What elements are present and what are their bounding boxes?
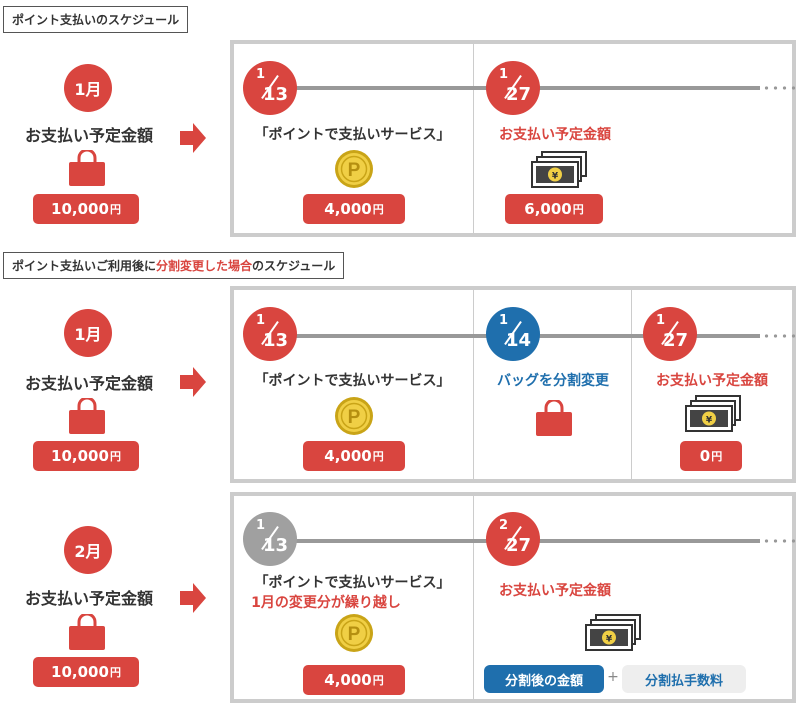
row2-label: お支払い予定金額 bbox=[24, 589, 153, 608]
timeline-continuation-dots bbox=[762, 539, 798, 543]
date-month: 1 bbox=[256, 67, 266, 82]
event-amount: 0 bbox=[699, 447, 711, 465]
event-caption-carryover: 1月の変更分が繰り越し bbox=[251, 595, 401, 611]
banknotes-icon bbox=[582, 613, 642, 653]
date-month: 1 bbox=[499, 67, 509, 82]
row1-label: お支払い予定金額 bbox=[24, 374, 153, 393]
event-caption: 「ポイントで支払いサービス」 bbox=[254, 373, 451, 389]
column-divider bbox=[631, 290, 632, 479]
date-month: 1 bbox=[256, 313, 266, 328]
event-caption: 「ポイントで支払いサービス」 bbox=[254, 127, 451, 143]
plus-sign: + bbox=[607, 669, 619, 685]
bag-icon bbox=[67, 614, 107, 650]
row2-amount: 10,000 bbox=[51, 663, 109, 681]
row2-month-badge: 2月 bbox=[64, 526, 112, 574]
date-month: 1 bbox=[499, 313, 509, 328]
row1-month-badge: 1月 bbox=[64, 309, 112, 357]
row1-amount: 10,000 bbox=[51, 447, 109, 465]
section1-title: ポイント支払いのスケジュール bbox=[3, 6, 189, 33]
gold-point-coin-icon bbox=[334, 396, 374, 436]
bag-icon bbox=[534, 400, 574, 436]
column-divider bbox=[473, 44, 474, 233]
split-fee-button[interactable]: 分割払手数料 bbox=[622, 665, 746, 693]
event-amount: 4,000 bbox=[324, 671, 372, 689]
banknotes-icon bbox=[528, 150, 588, 190]
date-day: 13 bbox=[263, 330, 289, 351]
gold-point-coin-icon bbox=[334, 613, 374, 653]
yen-unit: 円 bbox=[372, 674, 384, 687]
date-day: 13 bbox=[263, 535, 289, 556]
date-month: 1 bbox=[256, 518, 266, 533]
date-day: 13 bbox=[263, 84, 289, 105]
date-day: 27 bbox=[506, 535, 532, 556]
bag-icon bbox=[67, 398, 107, 434]
event-caption: お支払い予定金額 bbox=[499, 583, 611, 599]
date-day: 14 bbox=[506, 330, 532, 351]
split-amount-button[interactable]: 分割後の金額 bbox=[484, 665, 604, 693]
yen-unit: 円 bbox=[109, 203, 121, 216]
section2-title-highlight: 分割変更した場合 bbox=[156, 259, 253, 273]
date-day: 27 bbox=[506, 84, 532, 105]
event-caption: お支払い予定金額 bbox=[499, 127, 611, 143]
yen-unit: 円 bbox=[372, 450, 384, 463]
section1-month-badge: 1月 bbox=[64, 64, 112, 112]
bag-icon bbox=[67, 150, 107, 186]
event-amount: 4,000 bbox=[324, 200, 372, 218]
right-arrow-icon bbox=[180, 583, 206, 613]
event-caption: バッグを分割変更 bbox=[497, 373, 609, 389]
timeline-continuation-dots bbox=[762, 334, 798, 338]
section1-label: お支払い予定金額 bbox=[24, 126, 153, 145]
date-day: 27 bbox=[663, 330, 689, 351]
yen-unit: 円 bbox=[372, 203, 384, 216]
gold-point-coin-icon bbox=[334, 149, 374, 189]
column-divider bbox=[473, 290, 474, 479]
date-month: 2 bbox=[499, 518, 509, 533]
right-arrow-icon bbox=[180, 367, 206, 397]
yen-unit: 円 bbox=[572, 203, 584, 216]
event-amount: 4,000 bbox=[324, 447, 372, 465]
column-divider bbox=[473, 496, 474, 699]
right-arrow-icon bbox=[180, 123, 206, 153]
section2-title: ポイント支払いご利用後に分割変更した場合のスケジュール bbox=[3, 252, 345, 279]
event-caption: お支払い予定金額 bbox=[656, 373, 768, 389]
yen-unit: 円 bbox=[109, 450, 121, 463]
yen-unit: 円 bbox=[109, 666, 121, 679]
banknotes-icon bbox=[682, 394, 742, 434]
timeline-continuation-dots bbox=[762, 86, 798, 90]
section1-amount: 10,000 bbox=[51, 200, 109, 218]
section2-title-pre: ポイント支払いご利用後に bbox=[12, 259, 157, 273]
date-month: 1 bbox=[656, 313, 666, 328]
event-caption: 「ポイントで支払いサービス」 bbox=[254, 575, 451, 591]
event-amount: 6,000 bbox=[524, 200, 572, 218]
section2-title-post: のスケジュール bbox=[252, 259, 336, 273]
yen-unit: 円 bbox=[711, 450, 723, 463]
